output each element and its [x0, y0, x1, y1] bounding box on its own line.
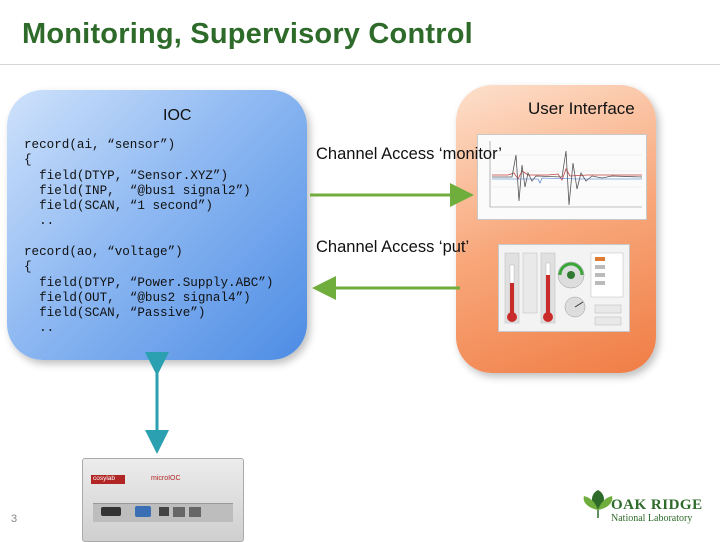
vga-port-icon [135, 506, 151, 517]
ethernet-port-icon [189, 507, 201, 517]
serial-port-icon [101, 507, 121, 516]
ioc-box [7, 90, 307, 360]
strip-chart-plot [478, 135, 646, 219]
ai-record-code: record(ai, “sensor”) { field(DTYP, “Sens… [24, 138, 251, 229]
usb-port-icon [159, 507, 169, 516]
device-model-label: microIOC [151, 475, 181, 482]
ethernet-port-icon [173, 507, 185, 517]
channel-access-put-label: Channel Access ‘put’ [316, 238, 470, 256]
page-number: 3 [11, 513, 18, 525]
microioc-device: cosylab microIOC [82, 458, 244, 542]
device-brand-badge [91, 475, 125, 484]
control-panel-screenshot [498, 244, 630, 332]
logo-wordmark: OAK RIDGE [611, 497, 703, 513]
page-title: Monitoring, Supervisory Control [22, 18, 473, 50]
channel-access-monitor-label: Channel Access ‘monitor’ [316, 145, 502, 163]
device-brand-label: cosylab [93, 475, 116, 482]
control-panel-graphic [499, 245, 629, 331]
strip-chart-screenshot [477, 134, 647, 220]
ioc-label: IOC [163, 107, 192, 124]
logo-subtitle: National Laboratory [611, 513, 693, 524]
title-divider [0, 64, 720, 65]
ao-record-code: record(ao, “voltage”) { field(DTYP, “Pow… [24, 245, 274, 336]
user-interface-label: User Interface [528, 99, 635, 118]
